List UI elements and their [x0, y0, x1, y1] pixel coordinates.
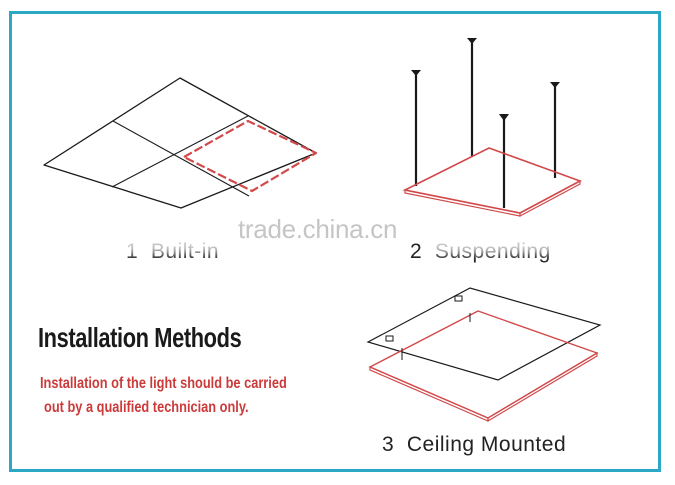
mounted-panel-edge: [487, 351, 598, 423]
caption-ceiling-mounted: 3 Ceiling Mounted: [382, 433, 566, 457]
rod-mount: [550, 82, 560, 88]
safety-note-line-1: Installation of the light should be carr…: [40, 375, 287, 392]
mounted-panel-edge: [369, 366, 489, 422]
caption-label: Ceiling Mounted: [406, 433, 567, 456]
mounting-bracket: [454, 295, 463, 302]
recessed-panel: [182, 119, 318, 193]
suspended-panel-top: [402, 147, 582, 214]
ceiling-grid-outline: [43, 77, 317, 209]
section-heading: Installation Methods: [38, 322, 242, 353]
rod-mount: [499, 114, 509, 121]
ceiling-outline: [366, 287, 602, 381]
safety-note-line-2: out by a qualified technician only.: [44, 399, 249, 416]
grid-line: [112, 120, 250, 197]
ceiling-mounted-diagram: [366, 287, 602, 423]
watermark: trade.china.cn: [238, 214, 398, 244]
suspended-panel-edge: [404, 189, 521, 217]
mounted-panel-top: [368, 310, 599, 419]
watermark-smudge: [110, 222, 230, 254]
rod-mount: [467, 38, 477, 44]
built-in-diagram: [43, 77, 318, 209]
rod-mount: [411, 70, 421, 76]
suspending-diagram: [402, 38, 582, 217]
mounting-bracket: [385, 335, 394, 342]
watermark-smudge: [430, 222, 560, 254]
caption-number: 3: [382, 433, 395, 456]
caption-number: 2: [410, 240, 423, 263]
grid-line: [111, 115, 249, 188]
suspended-panel-edge: [519, 180, 581, 217]
